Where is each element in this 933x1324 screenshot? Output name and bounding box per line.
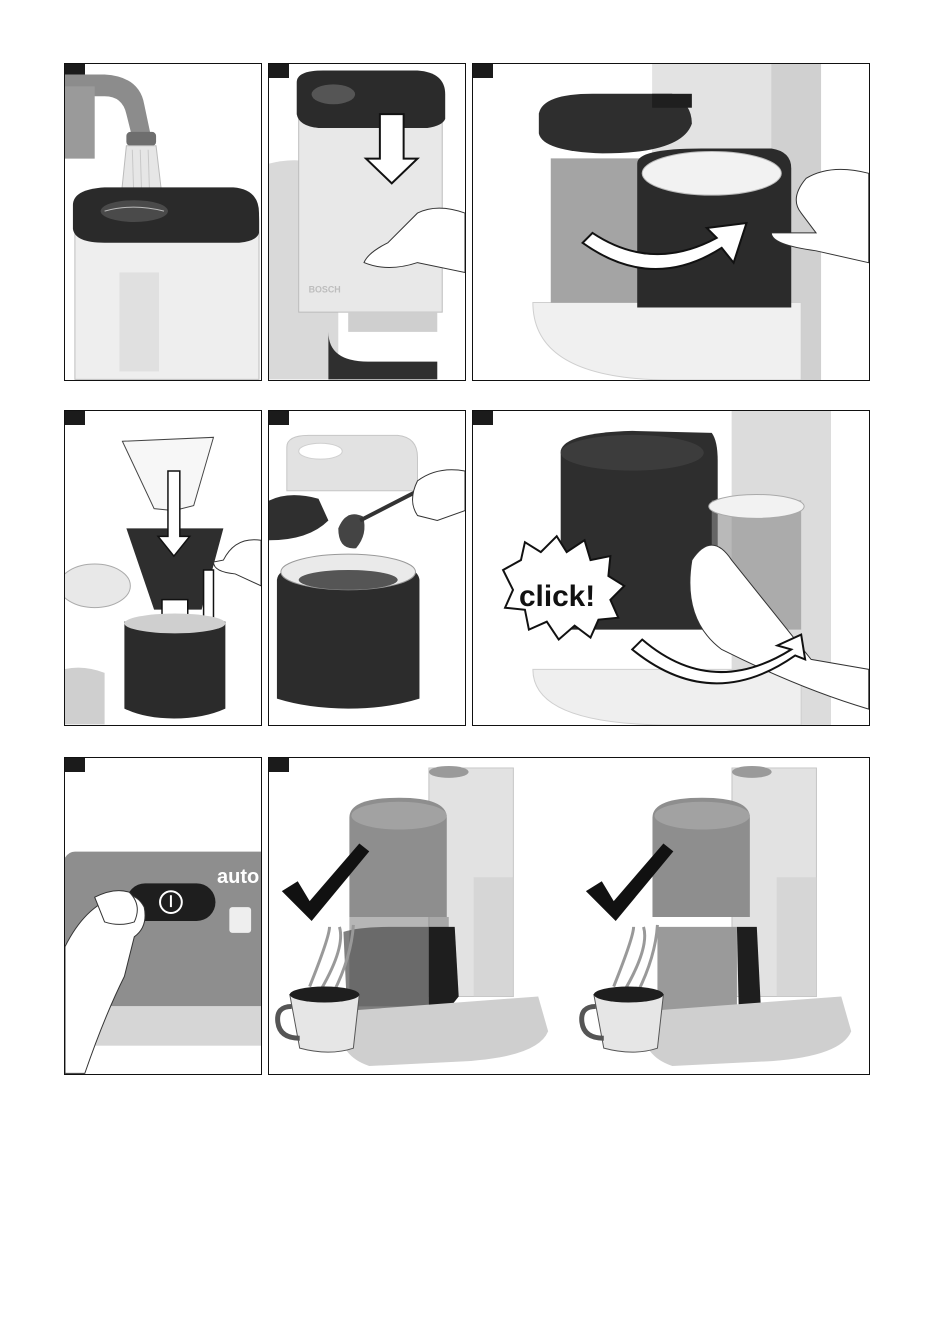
illustration-insert-tank: BOSCH bbox=[269, 64, 465, 380]
illustration-fill-water bbox=[65, 64, 261, 380]
panel-4-insert-paper-filter bbox=[64, 410, 262, 726]
illustration-brewing-complete bbox=[269, 758, 869, 1074]
illustration-close-filter-holder: click! bbox=[473, 411, 869, 725]
illustration-add-ground-coffee bbox=[269, 411, 465, 725]
illustration-open-filter-holder bbox=[473, 64, 869, 380]
panel-2-insert-tank: BOSCH bbox=[268, 63, 466, 381]
panel-5-add-ground-coffee bbox=[268, 410, 466, 726]
panel-1-fill-water bbox=[64, 63, 262, 381]
auto-label: auto bbox=[217, 866, 259, 889]
machine-glass-jug bbox=[339, 766, 548, 1066]
click-label: click! bbox=[519, 580, 595, 613]
panel-7-press-power: auto bbox=[64, 757, 262, 1075]
machine-thermal-jug bbox=[643, 766, 852, 1066]
coffee-cup-icon bbox=[582, 925, 664, 1052]
illustration-press-power-button bbox=[65, 758, 261, 1074]
panel-6-close-filter-holder: click! bbox=[472, 410, 870, 726]
document-icon bbox=[229, 907, 251, 933]
panel-3-open-filter bbox=[472, 63, 870, 381]
panel-8-brewing-complete bbox=[268, 757, 870, 1075]
brand-label: BOSCH bbox=[309, 284, 341, 294]
illustration-insert-paper-filter bbox=[65, 411, 261, 725]
